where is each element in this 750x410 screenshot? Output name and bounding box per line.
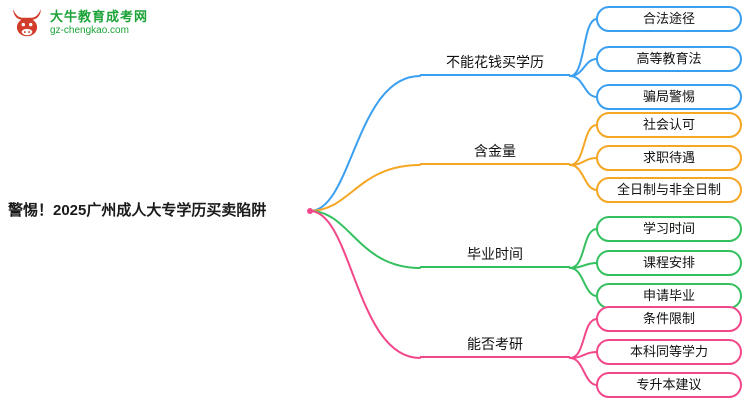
branch-node-graduation-time: 毕业时间 xyxy=(420,246,570,268)
logo-url: gz-chengkao.com xyxy=(50,24,129,36)
branch-node-postgraduate: 能否考研 xyxy=(420,336,570,358)
leaf-node: 条件限制 xyxy=(596,306,742,332)
branch-node-value: 含金量 xyxy=(420,143,570,165)
connector xyxy=(569,75,598,98)
connector xyxy=(309,210,421,269)
leaf-node: 合法途径 xyxy=(596,6,742,32)
connector xyxy=(309,210,421,359)
leaf-node: 本科同等学力 xyxy=(596,339,742,365)
leaf-node: 课程安排 xyxy=(596,250,742,276)
central-topic: 警惕！2025广州成人大专学历买卖陷阱 xyxy=(8,202,267,219)
leaf-node: 全日制与非全日制 xyxy=(596,177,742,203)
leaf-node: 专升本建议 xyxy=(596,372,742,398)
leaf-node: 骗局警惕 xyxy=(596,84,742,110)
connector xyxy=(569,351,598,359)
connector xyxy=(569,164,598,191)
leaf-node: 高等教育法 xyxy=(596,46,742,72)
connector xyxy=(569,262,598,269)
leaf-node: 学习时间 xyxy=(596,216,742,242)
connector xyxy=(309,75,421,212)
leaf-node: 求职待遇 xyxy=(596,145,742,171)
leaf-node: 社会认可 xyxy=(596,112,742,138)
connector xyxy=(569,318,598,359)
connector xyxy=(569,18,598,77)
connector xyxy=(569,267,598,297)
connector xyxy=(569,124,598,166)
site-logo: 大牛教育成考网 gz-chengkao.com xyxy=(10,6,148,40)
connector xyxy=(569,58,598,77)
bull-logo-icon xyxy=(13,9,41,37)
logo-title: 大牛教育成考网 xyxy=(50,8,149,24)
connector xyxy=(569,157,598,166)
connector xyxy=(309,164,421,212)
connector xyxy=(569,357,598,386)
connector xyxy=(569,228,598,269)
branch-node-no-buying-diploma: 不能花钱买学历 xyxy=(420,54,570,76)
